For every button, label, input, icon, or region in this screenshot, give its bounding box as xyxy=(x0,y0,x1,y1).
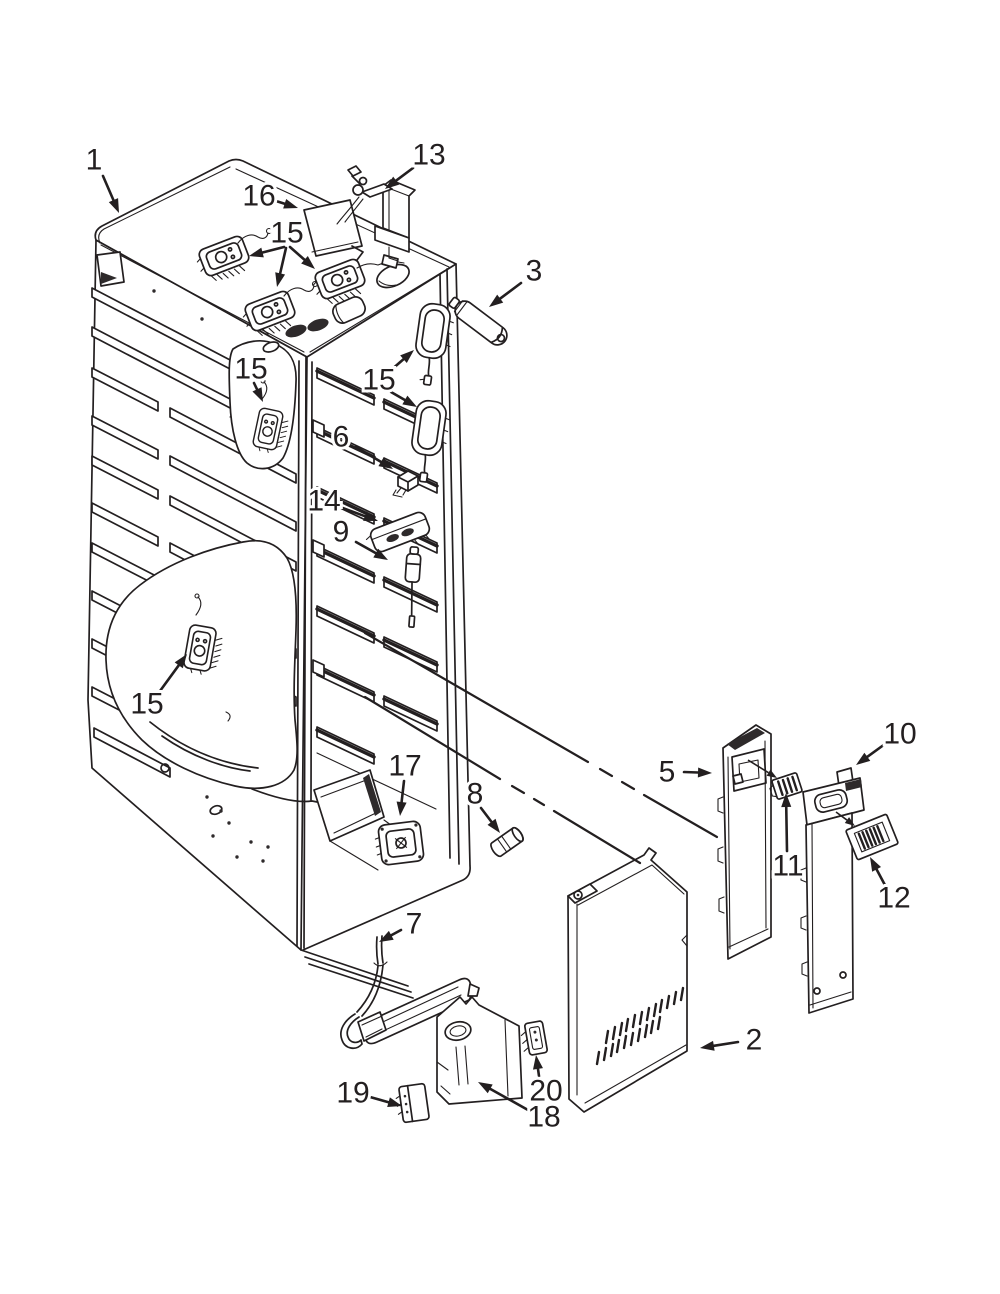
callout-13-label: 13 xyxy=(412,139,445,172)
callout-19: 19 xyxy=(333,1074,402,1113)
callout-15b: 15 xyxy=(359,350,417,407)
cabinet-liner xyxy=(87,158,471,999)
arrow xyxy=(747,759,777,778)
callout-20: 20 xyxy=(526,1055,566,1111)
callout-11-label: 11 xyxy=(772,850,803,883)
arrow xyxy=(252,381,263,402)
part-12-vented-cover xyxy=(845,813,899,861)
top-face-items xyxy=(262,263,410,353)
callout-12: 12 xyxy=(870,857,914,918)
callout-15c: 15 xyxy=(231,350,271,402)
callout-17-label: 17 xyxy=(388,750,421,783)
callout-20-label: 20 xyxy=(529,1075,562,1108)
part-18-housing xyxy=(436,996,523,1105)
arrow xyxy=(396,779,407,816)
callout-1-label: 1 xyxy=(86,144,103,177)
callout-18-label: 18 xyxy=(527,1101,560,1134)
callout-3: 3 xyxy=(489,252,545,307)
arrow xyxy=(275,246,288,287)
panel-5-air-tower xyxy=(717,724,772,960)
callout-6-label: 6 xyxy=(333,421,350,454)
panel-10 xyxy=(800,767,865,1014)
arrow xyxy=(338,505,378,521)
part-19-clip xyxy=(395,1082,430,1124)
part-9-sensor xyxy=(404,546,422,628)
arrow xyxy=(856,742,887,765)
panel-2-cover xyxy=(567,847,688,1113)
callout-10: 10 xyxy=(856,715,920,765)
arrow xyxy=(101,174,119,213)
callout-13: 13 xyxy=(385,136,449,189)
part-17-damper xyxy=(374,820,425,866)
arrow xyxy=(478,1082,530,1112)
callout-11: 11 xyxy=(769,793,807,886)
callout-3-label: 3 xyxy=(526,255,543,288)
part-20-switch xyxy=(520,1020,549,1056)
callout-18: 18 xyxy=(478,1082,564,1137)
part-3-bulb xyxy=(448,296,508,346)
arrow xyxy=(288,245,315,269)
part-7-fill-tube xyxy=(340,935,480,1050)
callout-9-label: 9 xyxy=(333,516,350,549)
callout-15c-label: 15 xyxy=(234,353,267,386)
arrow xyxy=(870,857,888,889)
callout-12-label: 12 xyxy=(877,882,910,915)
projection-line-2 xyxy=(363,695,642,865)
arrow xyxy=(249,245,286,258)
callout-7-label: 7 xyxy=(406,908,423,941)
cutaway-lower xyxy=(105,539,298,790)
callout-16-label: 16 xyxy=(242,180,275,213)
arrow xyxy=(700,1040,740,1051)
part-11-grille xyxy=(769,772,803,800)
part-14-bracket xyxy=(365,511,431,553)
callout-7: 7 xyxy=(379,905,425,944)
lamp-sockets-top xyxy=(192,227,405,343)
callout-16: 16 xyxy=(239,177,298,216)
callout-15b-label: 15 xyxy=(362,364,395,397)
callout-14-label: 14 xyxy=(307,485,340,518)
arrow xyxy=(682,767,712,778)
part-6-clip xyxy=(392,470,419,498)
arrow xyxy=(835,811,855,826)
arrow xyxy=(532,1055,543,1078)
arrow xyxy=(388,350,414,373)
arrow xyxy=(389,390,417,407)
part-16-cover xyxy=(303,199,364,261)
callout-9: 9 xyxy=(330,513,388,560)
callout-1: 1 xyxy=(83,141,119,213)
arrow xyxy=(158,654,187,693)
arrow xyxy=(274,198,298,209)
callout-5: 5 xyxy=(656,753,712,792)
callout-19-label: 19 xyxy=(336,1077,369,1110)
callout-8-label: 8 xyxy=(467,778,484,811)
arrow xyxy=(379,928,403,942)
callout-15d-label: 15 xyxy=(130,688,163,721)
callout-6: 6 xyxy=(330,418,393,469)
projection-line-1 xyxy=(363,631,719,839)
back-wall-rails xyxy=(315,367,439,765)
callout-15a-label: 15 xyxy=(270,217,303,250)
arrow xyxy=(479,806,500,833)
lamp-lens-gaskets xyxy=(405,301,457,485)
part-8-plug xyxy=(490,826,524,858)
arrow xyxy=(368,1095,402,1108)
callout-15a: 15 xyxy=(249,214,315,287)
callout-14: 14 xyxy=(304,482,378,521)
callout-8: 8 xyxy=(464,775,500,833)
bottom-front-face xyxy=(160,763,414,999)
arrow xyxy=(385,166,415,189)
arrow xyxy=(354,445,393,469)
callout-15d: 15 xyxy=(127,654,187,724)
callout-5-label: 5 xyxy=(659,756,676,789)
part-13-control-bracket xyxy=(336,165,416,262)
arrow xyxy=(354,540,388,560)
callout-2: 2 xyxy=(700,1021,765,1060)
callout-17: 17 xyxy=(385,747,425,816)
callout-2-label: 2 xyxy=(746,1024,763,1057)
arrow xyxy=(489,281,523,307)
arrow xyxy=(781,793,792,853)
callout-10-label: 10 xyxy=(883,718,916,751)
